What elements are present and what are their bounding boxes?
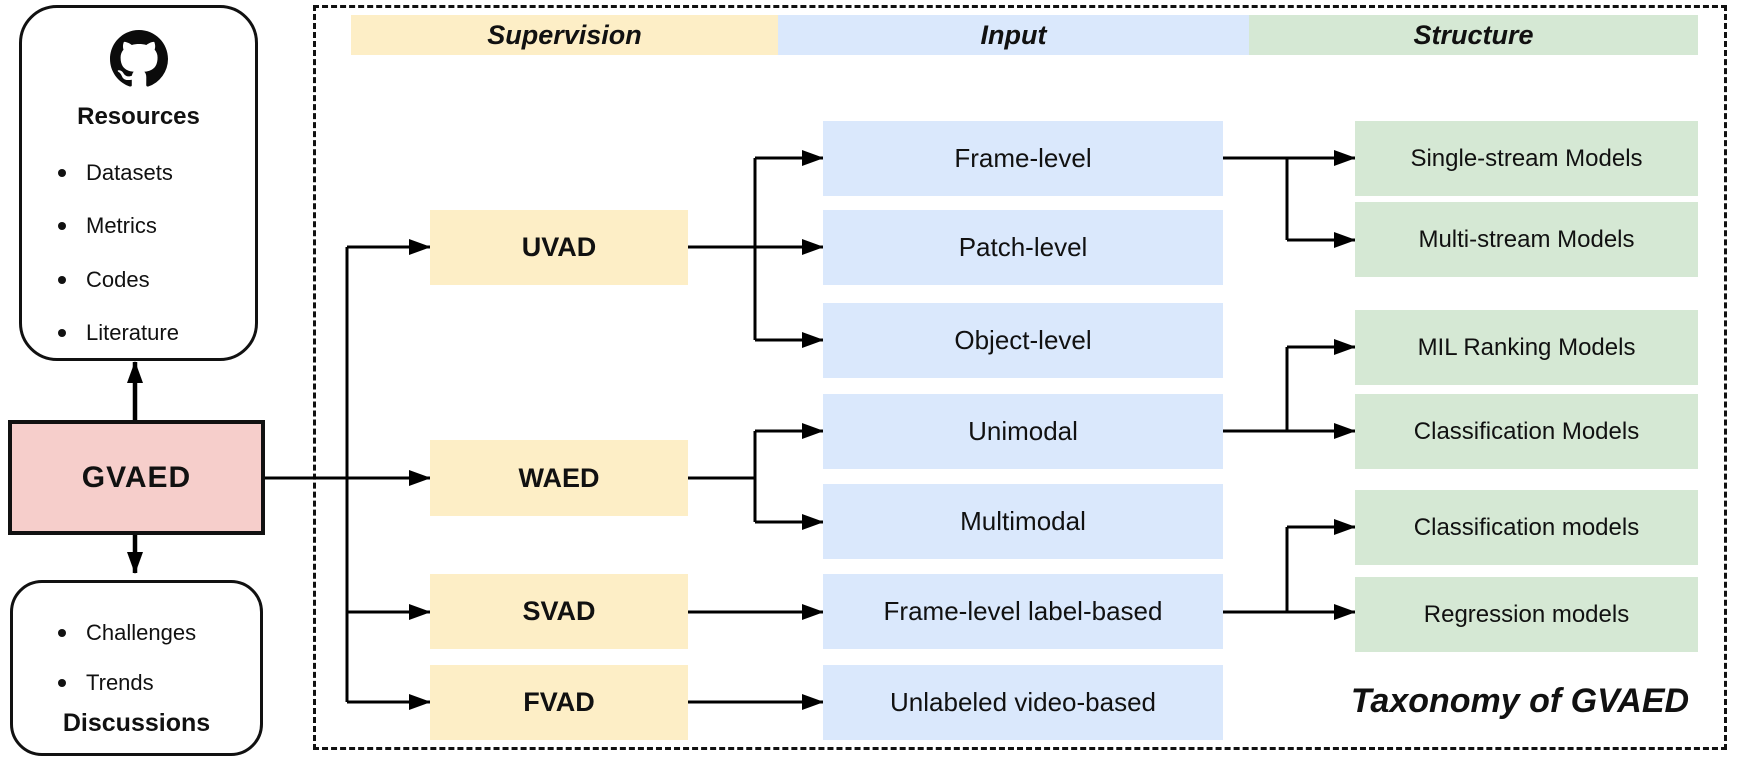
- node-fvad: FVAD: [430, 665, 688, 740]
- bullet-icon: [58, 276, 66, 284]
- bullet-icon: [58, 169, 66, 177]
- list-item: Challenges: [58, 618, 196, 648]
- discussions-title: Discussions: [62, 709, 211, 737]
- resources-panel: Resources Datasets Metrics Codes Literat…: [19, 5, 258, 361]
- bullet-icon: [58, 222, 66, 230]
- list-item: Codes: [58, 265, 150, 295]
- node-object-level: Object-level: [823, 303, 1223, 378]
- node-classification-models-svad: Classification models: [1355, 490, 1698, 565]
- node-single-stream-models: Single-stream Models: [1355, 121, 1698, 196]
- node-multimodal: Multimodal: [823, 484, 1223, 559]
- taxonomy-frame: [313, 5, 1727, 750]
- list-item-label: Datasets: [86, 160, 173, 185]
- node-frame-level-label-based: Frame-level label-based: [823, 574, 1223, 649]
- list-item-label: Challenges: [86, 620, 197, 645]
- github-icon-wrap: [22, 30, 255, 88]
- list-item: Trends: [58, 668, 154, 698]
- node-svad: SVAD: [430, 574, 688, 649]
- bullet-icon: [58, 679, 66, 687]
- node-unlabeled-video-based: Unlabeled video-based: [823, 665, 1223, 740]
- list-item-label: Codes: [86, 267, 150, 292]
- header-structure: Structure: [1249, 15, 1698, 55]
- gvaed-root-node: GVAED: [8, 420, 265, 535]
- list-item-label: Trends: [86, 670, 154, 695]
- node-frame-level: Frame-level: [823, 121, 1223, 196]
- taxonomy-caption: Taxonomy of GVAED: [1350, 682, 1690, 720]
- node-uvad: UVAD: [430, 210, 688, 285]
- discussions-panel: Challenges Trends Discussions: [10, 580, 263, 756]
- github-icon: [109, 30, 168, 87]
- list-item: Metrics: [58, 211, 157, 241]
- node-mil-ranking-models: MIL Ranking Models: [1355, 310, 1698, 385]
- list-item: Datasets: [58, 158, 173, 188]
- node-classification-models-waed: Classification Models: [1355, 394, 1698, 469]
- header-input: Input: [778, 15, 1249, 55]
- list-item: Literature: [58, 318, 179, 348]
- resources-title: Resources: [77, 103, 200, 130]
- node-multi-stream-models: Multi-stream Models: [1355, 202, 1698, 277]
- node-waed: WAED: [430, 440, 688, 516]
- list-item-label: Metrics: [86, 213, 157, 238]
- node-regression-models: Regression models: [1355, 577, 1698, 652]
- list-item-label: Literature: [86, 320, 179, 345]
- bullet-icon: [58, 629, 66, 637]
- node-unimodal: Unimodal: [823, 394, 1223, 469]
- header-supervision: Supervision: [351, 15, 778, 55]
- node-patch-level: Patch-level: [823, 210, 1223, 285]
- bullet-icon: [58, 329, 66, 337]
